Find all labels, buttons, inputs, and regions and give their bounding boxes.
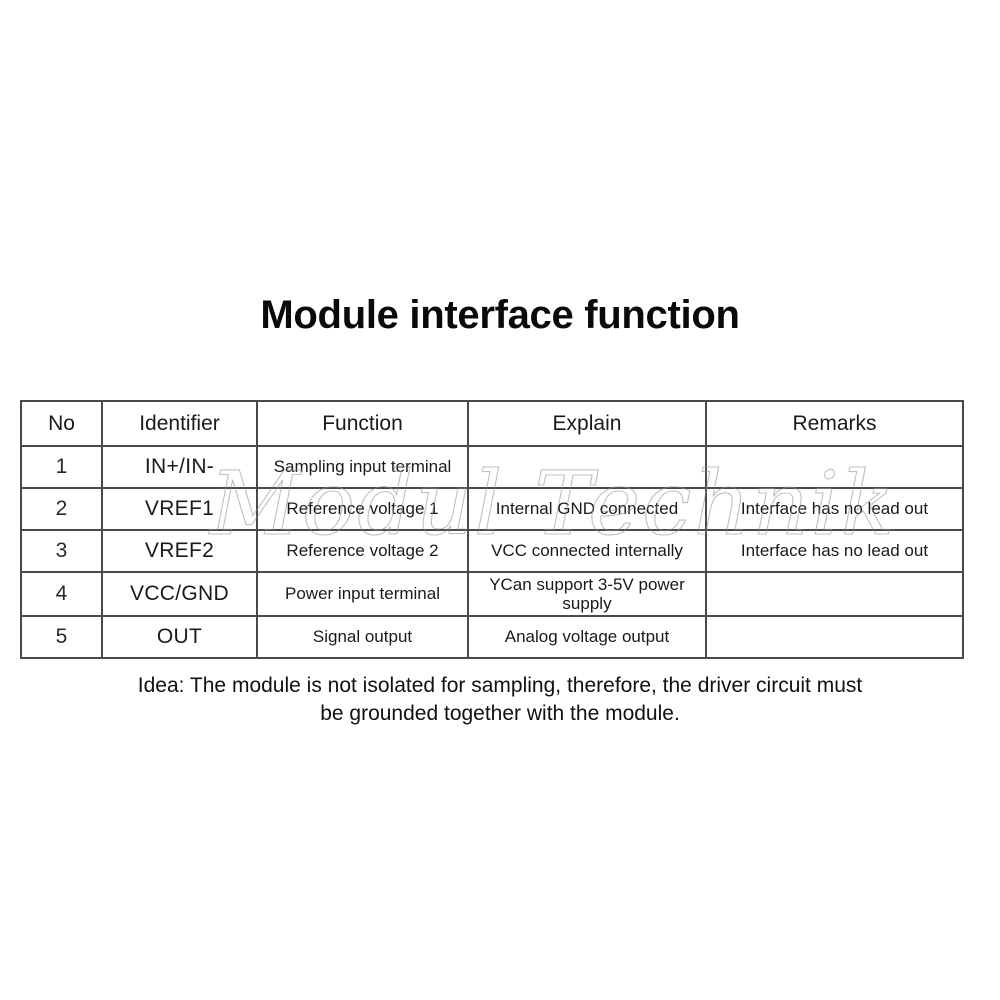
column-header-no: No bbox=[20, 400, 103, 447]
column-header-explain: Explain bbox=[467, 400, 707, 447]
cell-remarks: Interface has no lead out bbox=[705, 487, 964, 531]
page-title: Module interface function bbox=[260, 293, 740, 337]
cell-function: Sampling input terminal bbox=[256, 445, 469, 489]
cell-no: 3 bbox=[20, 529, 103, 573]
cell-identifier: OUT bbox=[101, 615, 258, 659]
cell-identifier: IN+/IN- bbox=[101, 445, 258, 489]
cell-explain: YCan support 3-5V power supply bbox=[467, 571, 707, 617]
cell-function: Reference voltage 2 bbox=[256, 529, 469, 573]
cell-explain: Analog voltage output bbox=[467, 615, 707, 659]
table-row: 1 IN+/IN- Sampling input terminal bbox=[20, 445, 964, 489]
cell-remarks bbox=[705, 615, 964, 659]
cell-identifier: VREF1 bbox=[101, 487, 258, 531]
cell-no: 4 bbox=[20, 571, 103, 617]
cell-identifier: VCC/GND bbox=[101, 571, 258, 617]
table-row: 5 OUT Signal output Analog voltage outpu… bbox=[20, 615, 964, 659]
table-row: 4 VCC/GND Power input terminal YCan supp… bbox=[20, 571, 964, 617]
column-header-function: Function bbox=[256, 400, 469, 447]
cell-no: 5 bbox=[20, 615, 103, 659]
module-interface-table: No Identifier Function Explain Remarks 1… bbox=[20, 400, 964, 659]
column-header-identifier: Identifier bbox=[101, 400, 258, 447]
cell-function: Signal output bbox=[256, 615, 469, 659]
cell-remarks bbox=[705, 445, 964, 489]
footer-note-line-2: be grounded together with the module. bbox=[320, 701, 680, 725]
column-header-remarks: Remarks bbox=[705, 400, 964, 447]
table-row: 2 VREF1 Reference voltage 1 Internal GND… bbox=[20, 487, 964, 531]
cell-function: Reference voltage 1 bbox=[256, 487, 469, 531]
table-header-row: No Identifier Function Explain Remarks bbox=[20, 400, 964, 447]
cell-no: 1 bbox=[20, 445, 103, 489]
cell-explain: Internal GND connected bbox=[467, 487, 707, 531]
cell-remarks: Interface has no lead out bbox=[705, 529, 964, 573]
footer-note: Idea: The module is not isolated for sam… bbox=[70, 672, 930, 727]
cell-explain: VCC connected internally bbox=[467, 529, 707, 573]
cell-function: Power input terminal bbox=[256, 571, 469, 617]
cell-remarks bbox=[705, 571, 964, 617]
table-row: 3 VREF2 Reference voltage 2 VCC connecte… bbox=[20, 529, 964, 573]
cell-no: 2 bbox=[20, 487, 103, 531]
footer-note-line-1: Idea: The module is not isolated for sam… bbox=[137, 674, 863, 697]
cell-explain bbox=[467, 445, 707, 489]
cell-identifier: VREF2 bbox=[101, 529, 258, 573]
